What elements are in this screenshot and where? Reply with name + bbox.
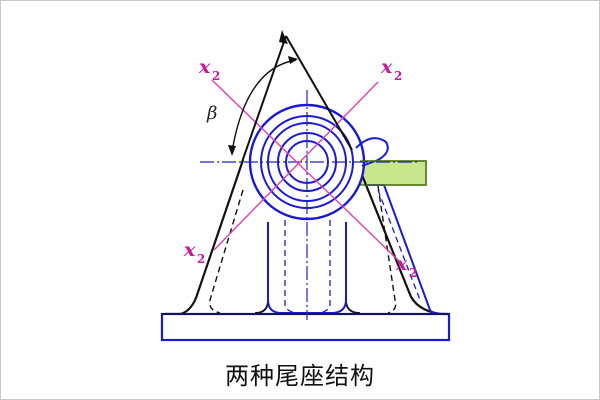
svg-text:x: x (198, 56, 211, 78)
black-hidden-lines (209, 185, 397, 314)
slope-extension (285, 35, 353, 151)
lever-cam (355, 137, 389, 167)
beta-label: β (206, 103, 217, 124)
svg-text:2: 2 (394, 69, 402, 83)
svg-text:x: x (380, 56, 393, 78)
beta-arc-arrow-bottom (228, 145, 236, 156)
figure-caption: 两种尾座结构 (225, 362, 375, 390)
svg-text:2: 2 (212, 69, 220, 83)
svg-text:2: 2 (409, 266, 417, 280)
axis-x2-diagonal-2 (213, 81, 379, 251)
blue-hidden-lines (284, 189, 421, 314)
x2-label-bottom-left: x 2 (183, 239, 205, 266)
x2-label-top-left: x 2 (198, 56, 220, 83)
x2-label-top-right: x 2 (380, 56, 402, 83)
slope-line (241, 35, 287, 163)
base-plate (160, 312, 451, 342)
shaft-pin-edge (360, 160, 427, 186)
x2-label-bottom-right: x 2 (395, 253, 417, 280)
beta-arc-arrow-top (288, 56, 298, 64)
beta-arc (231, 59, 297, 153)
svg-text:x: x (183, 239, 196, 261)
slope-arrowhead (279, 30, 288, 44)
svg-text:2: 2 (197, 252, 205, 266)
svg-text:x: x (395, 253, 408, 275)
shaft-pin (359, 160, 427, 186)
